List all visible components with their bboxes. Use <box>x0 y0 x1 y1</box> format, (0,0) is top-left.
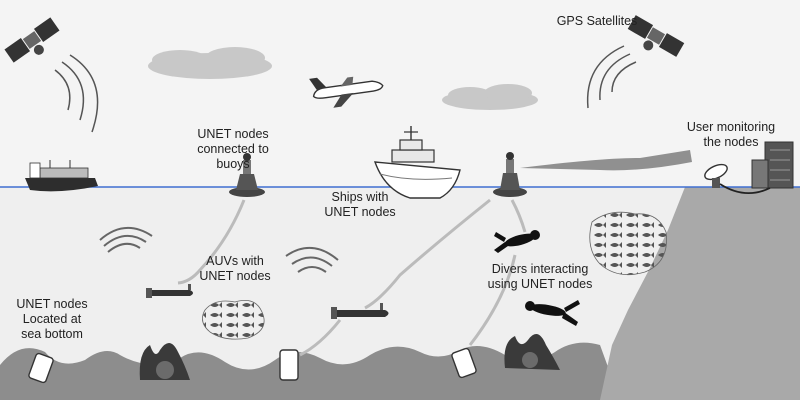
buoy-icon <box>493 152 527 197</box>
diver-icon <box>494 230 540 253</box>
coral-icon <box>139 342 190 380</box>
auv-sonar-arcs <box>285 247 339 273</box>
label-ship-nodes: Ships with UNET nodes <box>324 190 396 219</box>
seabed-node-icon <box>279 349 299 381</box>
signal-beam-to-shore <box>520 150 692 171</box>
cargo-ship-icon <box>25 160 98 192</box>
seabed-node-icon <box>451 347 477 379</box>
label-user-monitoring: User monitoring the nodes <box>686 120 776 149</box>
research-ship-icon <box>373 126 461 199</box>
satellite-icon <box>4 17 60 63</box>
seabed-node-icon <box>28 352 54 384</box>
label-buoy-nodes: UNET nodes connected to buoys <box>197 127 269 171</box>
satellite-icon <box>627 15 685 57</box>
fish-school-icon <box>589 211 667 276</box>
auv-sonar-arcs <box>99 227 153 253</box>
label-bottom-nodes: UNET nodes Located at sea bottom <box>16 297 88 341</box>
label-diver-nodes: Divers interacting using UNET nodes <box>487 262 593 291</box>
cloud-icon <box>442 84 538 110</box>
coral-icon <box>504 334 560 370</box>
satellite-dish-icon <box>704 163 771 194</box>
building-icon <box>751 141 794 189</box>
airplane-icon <box>309 76 384 108</box>
diver-icon <box>525 300 580 326</box>
cliff <box>600 187 800 400</box>
satellite-arcs-left <box>54 54 99 133</box>
cloud-icon <box>148 47 272 79</box>
satellite-arcs-right <box>586 45 637 109</box>
buoy-icon <box>229 153 265 197</box>
label-auv-nodes: AUVs with UNET nodes <box>199 254 271 283</box>
auv-icon <box>146 284 193 298</box>
acoustic-links <box>177 198 527 357</box>
fish-school-icon <box>202 299 265 340</box>
auv-icon <box>331 303 389 319</box>
label-gps-satellites: GPS Satellites <box>556 14 638 28</box>
